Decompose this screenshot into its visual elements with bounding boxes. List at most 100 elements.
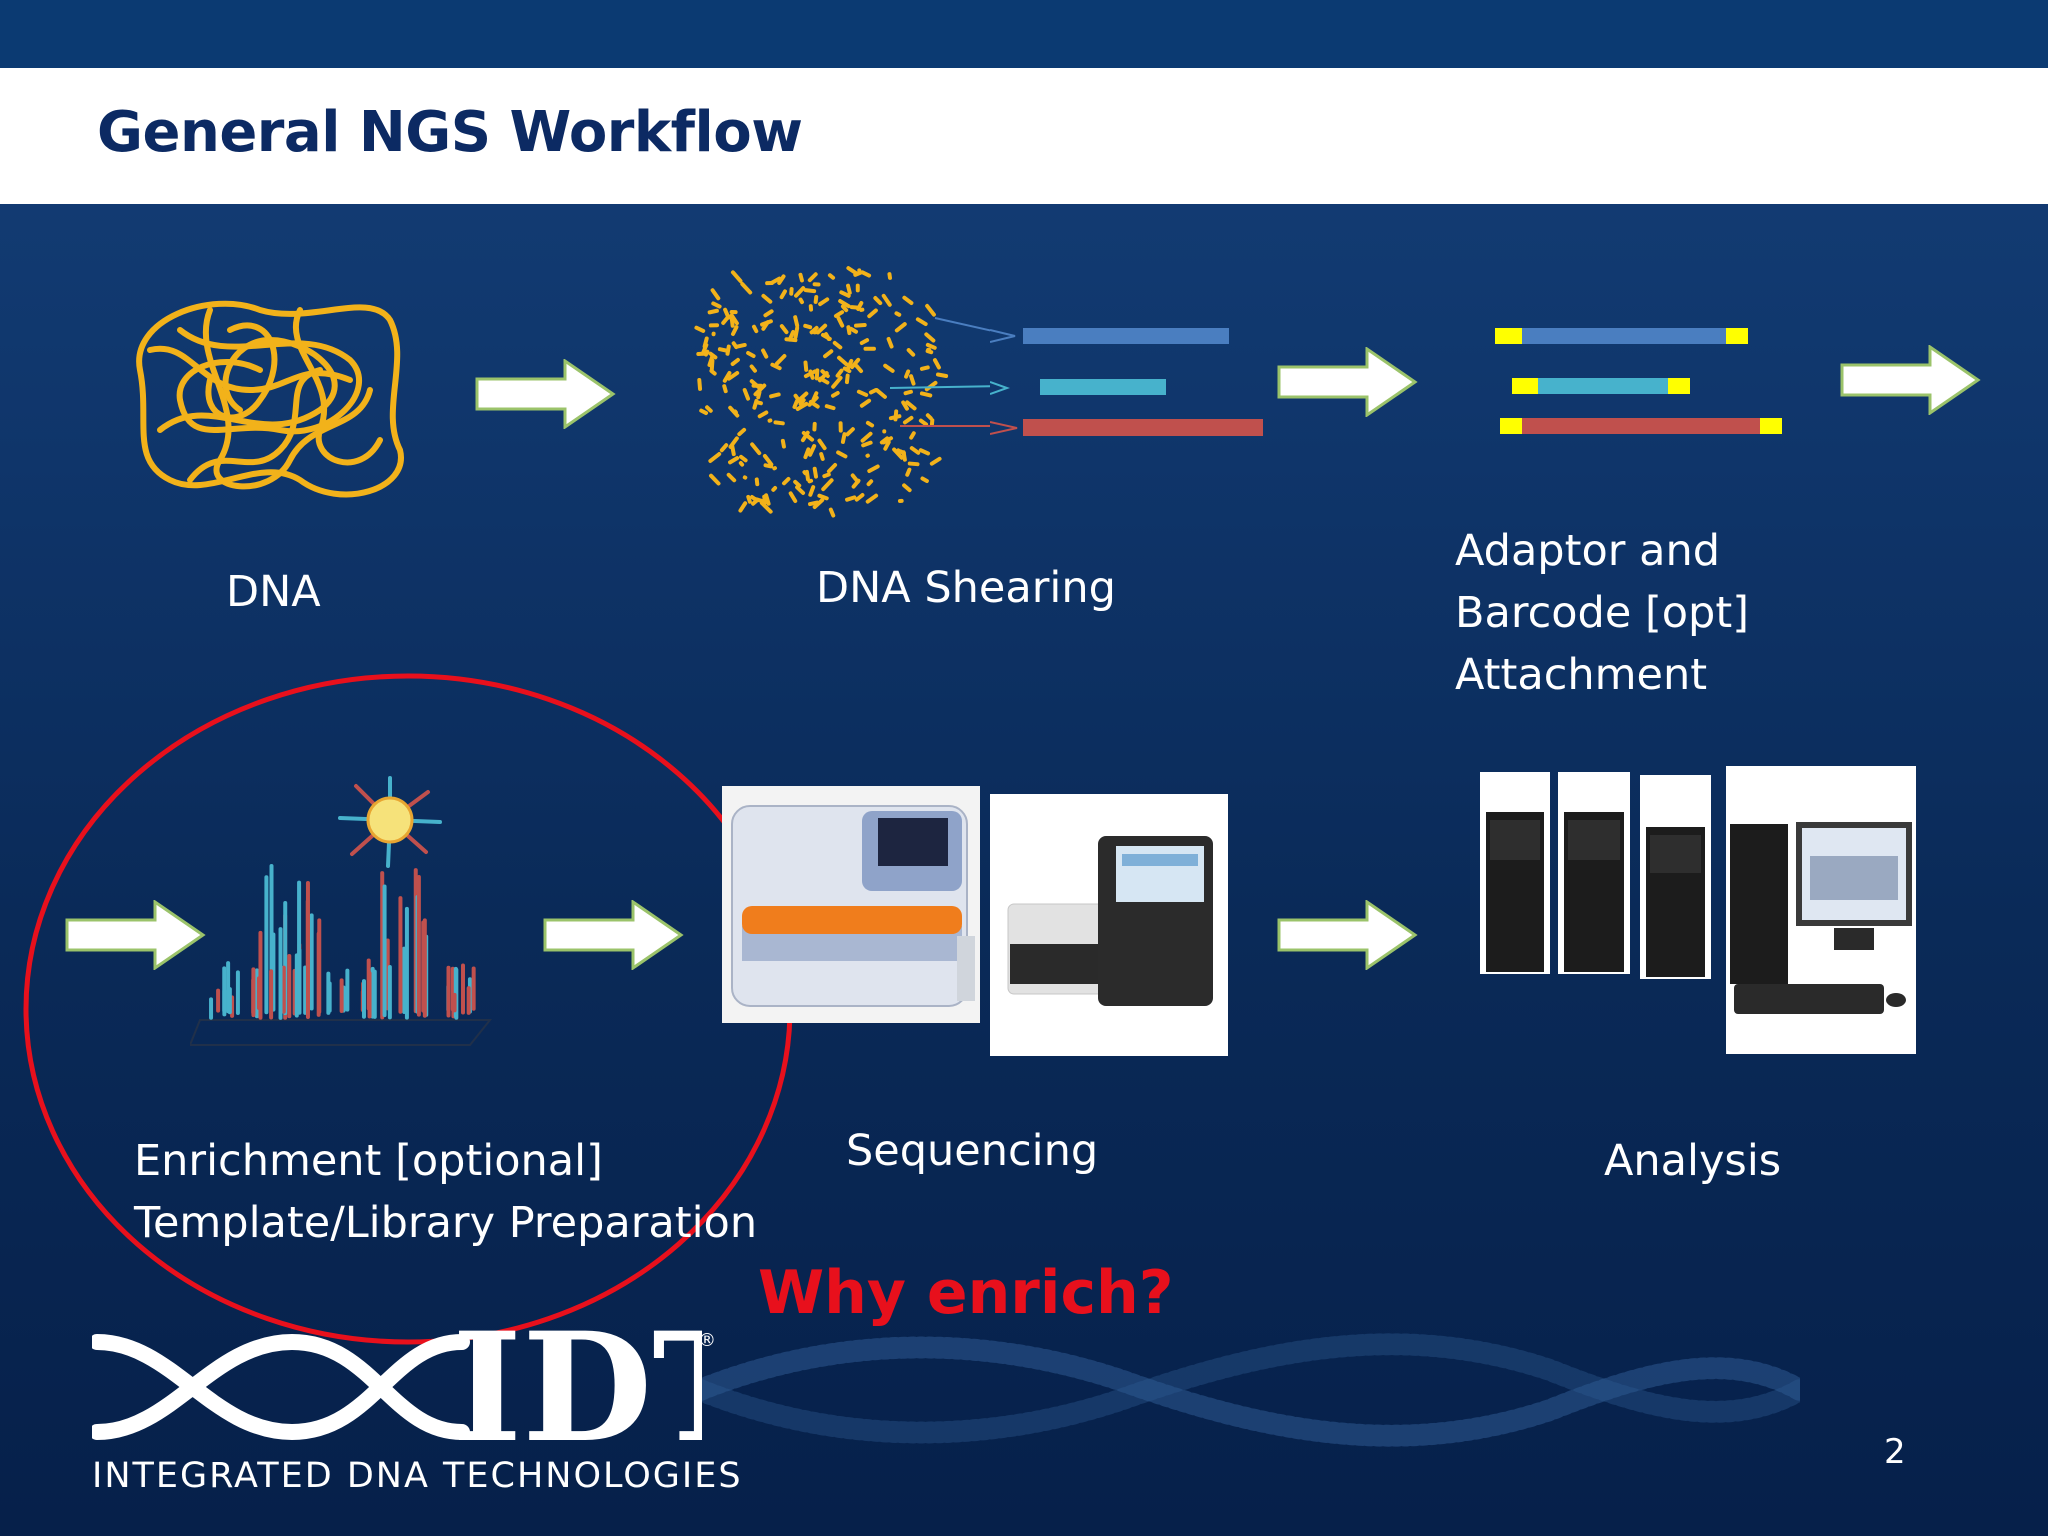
dna-fragment [815, 323, 828, 335]
dna-fragment [935, 372, 949, 378]
dna-fragment [833, 310, 845, 318]
dna-fragment [771, 485, 778, 492]
bead-icon [338, 776, 442, 868]
dna-fragment [740, 282, 753, 295]
dna-fragment [831, 391, 840, 398]
dna-fragment [708, 452, 722, 463]
adaptor-left [1512, 378, 1538, 394]
dna-fragment [729, 313, 739, 326]
dna-fragment [723, 307, 731, 320]
fragment-bar-blue [1023, 328, 1229, 344]
dna-fragment [886, 336, 894, 349]
dna-fragment [865, 493, 879, 504]
dna-fragment [861, 440, 873, 448]
slide-title: General NGS Workflow [97, 100, 803, 165]
dna-fragment [742, 388, 751, 401]
idt-logo: IDT [92, 1322, 702, 1452]
dna-fragment [907, 461, 920, 467]
adapted-fragment-blue [1522, 328, 1736, 344]
adaptor-right [1760, 418, 1782, 434]
computer-tower-2 [1558, 772, 1630, 974]
dna-fragment [853, 323, 867, 328]
dna-fragment [782, 476, 791, 486]
adapted-fragment-teal [1538, 378, 1668, 394]
dna-fragment [803, 360, 809, 372]
dna-fragment [818, 297, 830, 307]
page-number: 2 [1884, 1432, 1906, 1472]
dna-fragment [915, 317, 928, 327]
dna-fragment [874, 388, 887, 399]
step-label-line: Analysis [1604, 1136, 1782, 1186]
dna-fragment [804, 469, 810, 482]
step-label-line: Template/Library Preparation [134, 1198, 758, 1248]
dna-fragment [901, 400, 909, 411]
dna-fragment [860, 270, 872, 278]
dna-fragment [751, 497, 760, 506]
dna-fragment [837, 355, 849, 367]
dna-fragment [850, 357, 861, 370]
dna-fragment [823, 349, 834, 359]
dna-fragment [817, 438, 827, 451]
dna-fragment [807, 478, 814, 484]
dna-fragment [760, 319, 773, 327]
computer-tower-1 [1480, 772, 1550, 974]
dna-fragment [828, 507, 836, 518]
dna-fragment [711, 301, 722, 309]
dna-fragment [902, 483, 912, 493]
dna-fragment [821, 478, 834, 492]
dna-fragment [824, 404, 836, 411]
fragment-bar-red [1023, 419, 1263, 436]
dna-fragment [812, 466, 818, 479]
flow-arrow [1840, 345, 1981, 415]
dna-fragment [929, 456, 942, 466]
dna-fragment [892, 447, 904, 460]
step-label-line: Attachment [1455, 650, 1708, 700]
why-enrich-callout: Why enrich? [758, 1258, 1174, 1328]
flow-arrow [475, 359, 616, 429]
dna-fragment [779, 324, 789, 335]
dna-fragment [873, 296, 883, 306]
dna-fragment [844, 373, 850, 385]
dna-fragment [845, 495, 857, 502]
dna-fragment [925, 349, 934, 355]
dna-fragment [750, 442, 762, 456]
dna-fragment [739, 454, 748, 463]
dna-fragment [881, 436, 894, 445]
dna-fragment [800, 430, 810, 443]
dna-fragment [808, 369, 815, 380]
dna-fragment [820, 369, 830, 378]
dna-fragment [731, 325, 739, 336]
dna-fragment [707, 308, 719, 315]
dna-fragment [719, 443, 729, 453]
dna-fragment [728, 456, 740, 465]
dna-fragment [888, 414, 902, 421]
step-label-line: Sequencing [846, 1126, 1099, 1176]
dna-fragment [759, 501, 773, 514]
dna-fragment [925, 413, 933, 421]
dna-fragment [792, 399, 799, 410]
dna-fragment [902, 295, 914, 306]
dna-fragment [752, 324, 759, 334]
dna-fragment [835, 368, 844, 378]
dna-fragment [883, 363, 895, 373]
dna-fragment [722, 371, 732, 383]
dna-fragment [779, 289, 787, 300]
dna-watermark [700, 1333, 1800, 1447]
dna-fragment [755, 400, 763, 406]
dna-fragment [883, 440, 891, 451]
flow-arrow [1277, 900, 1418, 970]
dna-fragment [803, 323, 813, 330]
dna-fragment [803, 447, 811, 460]
dna-fragment [762, 453, 774, 467]
dna-fragment [924, 332, 936, 343]
dna-fragment [827, 273, 836, 280]
adaptor-left [1495, 328, 1522, 344]
dna-fragment [774, 354, 787, 366]
dna-fragment [867, 464, 880, 474]
dna-fragment [849, 305, 862, 310]
title-bar [0, 68, 2048, 204]
dna-fragment [795, 401, 809, 412]
dna-fragment [809, 325, 819, 335]
dna-fragment [865, 420, 875, 428]
